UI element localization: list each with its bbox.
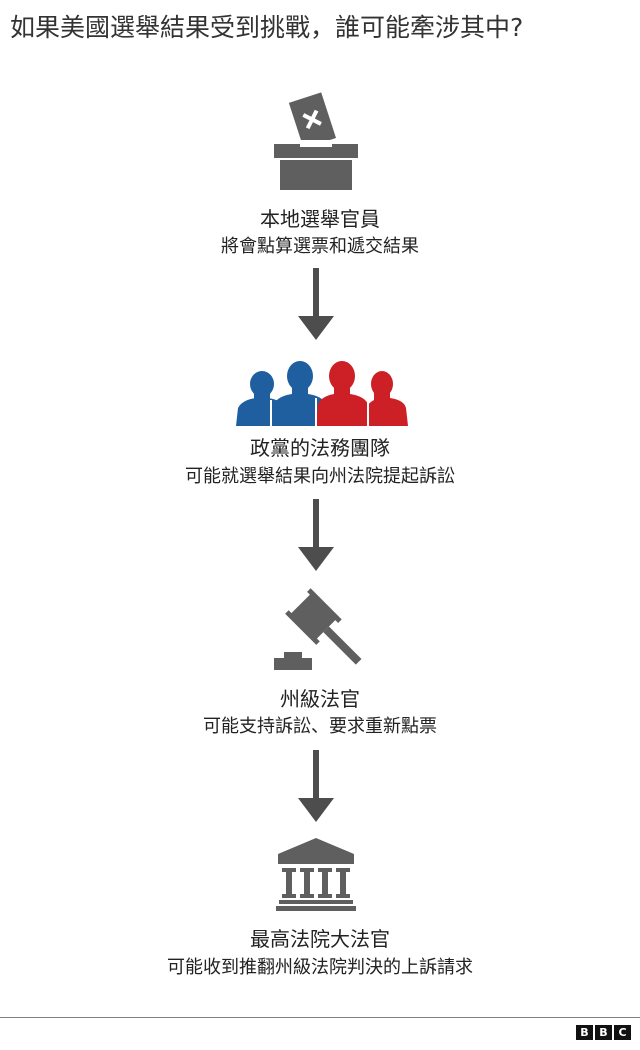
arrow-down-icon bbox=[298, 268, 334, 340]
logo-letter: B bbox=[595, 1025, 612, 1040]
step-description: 可能支持訴訟、要求重新點票 bbox=[203, 716, 437, 737]
courthouse-columns bbox=[282, 868, 350, 898]
courthouse-icon bbox=[276, 838, 356, 911]
arrow-down-icon bbox=[298, 499, 334, 571]
step-description: 可能就選舉結果向州法院提起訴訟 bbox=[185, 466, 455, 487]
step-description: 可能收到推翻州級法院判決的上訴請求 bbox=[167, 957, 473, 978]
arrow-down-icon bbox=[298, 750, 334, 822]
gavel-handle bbox=[323, 626, 362, 665]
step-description: 將會點算選票和遞交結果 bbox=[221, 236, 419, 257]
party-legal-team-icon bbox=[236, 361, 408, 426]
ballot-box-lid bbox=[274, 144, 358, 158]
gavel-block bbox=[284, 652, 302, 658]
step-title: 本地選舉官員 bbox=[260, 207, 380, 231]
ballot-x-mark bbox=[302, 109, 322, 130]
bbc-logo: B B C bbox=[576, 1025, 631, 1040]
step-title: 最高法院大法官 bbox=[250, 927, 390, 951]
person-red-1 bbox=[316, 361, 370, 426]
courthouse-step-2 bbox=[276, 906, 356, 911]
logo-letter: C bbox=[614, 1025, 631, 1040]
gavel-head bbox=[290, 593, 337, 640]
logo-letter: B bbox=[576, 1025, 593, 1040]
step-title: 州級法官 bbox=[280, 687, 360, 711]
gavel-icon bbox=[274, 588, 362, 670]
person-blue-2 bbox=[272, 361, 328, 426]
step-title: 政黨的法務團隊 bbox=[250, 436, 390, 460]
courthouse-step-1 bbox=[279, 900, 353, 904]
courthouse-roof bbox=[278, 838, 354, 864]
ballot-box-icon bbox=[274, 92, 358, 190]
person-red-2 bbox=[364, 371, 408, 426]
ballot-box-body bbox=[280, 160, 352, 190]
page-title: 如果美國選舉結果受到挑戰，誰可能牽涉其中? bbox=[10, 13, 524, 42]
footer-divider bbox=[0, 1017, 640, 1018]
